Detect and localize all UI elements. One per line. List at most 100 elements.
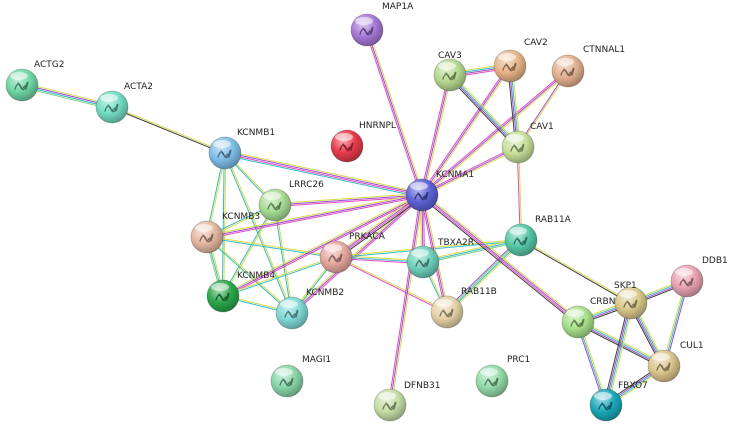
edge-strand (420, 196, 577, 325)
edge-strand (422, 66, 512, 197)
node-highlight (435, 299, 453, 307)
node-highlight (10, 72, 28, 80)
edge-strand (423, 240, 522, 264)
edge-strand (520, 240, 631, 305)
edge-strand (449, 75, 518, 148)
node-crbn[interactable]: CRBN (561, 297, 615, 339)
protein-structure-icon (513, 236, 528, 246)
node-label: CUL1 (680, 341, 704, 351)
node-lrrc26[interactable]: LRRC26 (258, 180, 324, 222)
node-highlight (594, 392, 612, 400)
node-label: KCNMB3 (222, 212, 260, 222)
node-label: KCNMA1 (436, 170, 474, 180)
edge-strand (607, 303, 634, 406)
edge-ctnnal1-kcnma1 (420, 69, 570, 197)
node-highlight (410, 182, 428, 190)
node-label: RAB11A (535, 215, 572, 225)
node-highlight (263, 192, 281, 200)
edge-strand (521, 238, 632, 303)
protein-structure-icon (598, 401, 613, 411)
node-kcnmb1[interactable]: KCNMB1 (208, 128, 275, 170)
node-highlight (355, 17, 373, 25)
edge-cav3-kcnma1 (420, 74, 452, 196)
node-label: MAGI1 (302, 355, 331, 365)
node-label: DFNB31 (404, 381, 440, 391)
node-highlight (556, 58, 574, 66)
edge-strand (274, 193, 422, 205)
edge-kcnmb1-kcnma1 (224, 150, 423, 198)
edge-strand (421, 70, 569, 196)
node-kcnmb2[interactable]: KCNMB2 (275, 288, 344, 330)
edge-strand (420, 69, 568, 195)
node-rab11a[interactable]: RAB11A (504, 215, 572, 257)
edge-kcnma1-crbn (420, 192, 580, 325)
node-highlight (509, 227, 527, 235)
node-highlight (100, 94, 118, 102)
node-skp1[interactable]: SKP1 (614, 281, 648, 320)
protein-structure-icon (560, 67, 575, 77)
node-label: DDB1 (702, 256, 728, 266)
protein-structure-icon (484, 377, 499, 387)
node-actg2[interactable]: ACTG2 (5, 60, 64, 102)
node-label: ACTG2 (34, 60, 64, 70)
node-highlight (411, 249, 429, 257)
node-kcnmb3[interactable]: KCNMB3 (190, 212, 260, 254)
edge-map1a-kcnma1 (365, 29, 424, 196)
protein-structure-icon (339, 142, 354, 152)
edge-strand (335, 257, 447, 314)
edge-strand (225, 150, 423, 194)
node-acta2[interactable]: ACTA2 (95, 82, 153, 124)
edge-layer (21, 29, 689, 408)
edge-tbxa2r-rab11a (422, 238, 522, 264)
node-cav3[interactable]: CAV3 (433, 51, 467, 92)
node-prkaca[interactable]: PRKACA (319, 232, 386, 274)
edge-strand (222, 255, 336, 296)
edge-strand (224, 153, 422, 197)
edge-lrrc26-kcnmb4 (221, 204, 277, 297)
node-dfnb31[interactable]: DFNB31 (373, 381, 440, 422)
node-highlight (211, 283, 229, 291)
node-magi1[interactable]: MAGI1 (270, 355, 331, 398)
edge-strand (422, 75, 452, 196)
node-label: PRKACA (349, 232, 386, 242)
node-map1a[interactable]: MAP1A (350, 2, 414, 47)
edge-strand (206, 194, 423, 238)
edge-strand (207, 195, 423, 239)
node-ddb1[interactable]: DDB1 (670, 256, 728, 298)
edge-strand (336, 195, 423, 259)
edge-strand (207, 236, 293, 313)
node-kcnma1[interactable]: KCNMA1 (405, 170, 474, 212)
node-cav2[interactable]: CAV2 (493, 38, 548, 83)
edge-strand (334, 192, 421, 256)
node-label: ACTA2 (124, 82, 153, 92)
node-ctnnal1[interactable]: CTNNAL1 (551, 45, 625, 88)
edge-strand (223, 195, 423, 298)
node-highlight (438, 62, 456, 70)
protein-structure-icon (656, 362, 671, 372)
node-label: CTNNAL1 (583, 45, 625, 55)
edge-strand (335, 193, 422, 257)
edge-strand (578, 320, 665, 366)
protein-structure-icon (439, 308, 454, 318)
node-cav1[interactable]: CAV1 (501, 122, 554, 164)
node-cul1[interactable]: CUL1 (647, 341, 704, 383)
edge-strand (111, 107, 225, 155)
node-kcnmb4[interactable]: KCNMB4 (206, 271, 275, 313)
node-rab11b[interactable]: RAB11B (430, 287, 497, 329)
edge-strand (445, 238, 520, 311)
node-tbxa2r[interactable]: TBXA2R (406, 238, 474, 279)
edge-cav1-kcnma1 (421, 145, 519, 197)
node-hnrnpl[interactable]: HNRNPL (330, 121, 396, 163)
node-highlight (675, 268, 693, 276)
edge-kcnmb3-kcnmb2 (206, 236, 293, 314)
node-prc1[interactable]: PRC1 (475, 355, 530, 398)
node-highlight (480, 368, 498, 376)
node-highlight (619, 290, 637, 298)
node-fbxo7[interactable]: FBXO7 (589, 381, 648, 422)
node-label: KCNMB1 (237, 128, 275, 138)
edge-strand (448, 241, 523, 314)
protein-structure-icon (382, 401, 397, 411)
edge-strand (422, 194, 579, 322)
node-highlight (335, 133, 353, 141)
